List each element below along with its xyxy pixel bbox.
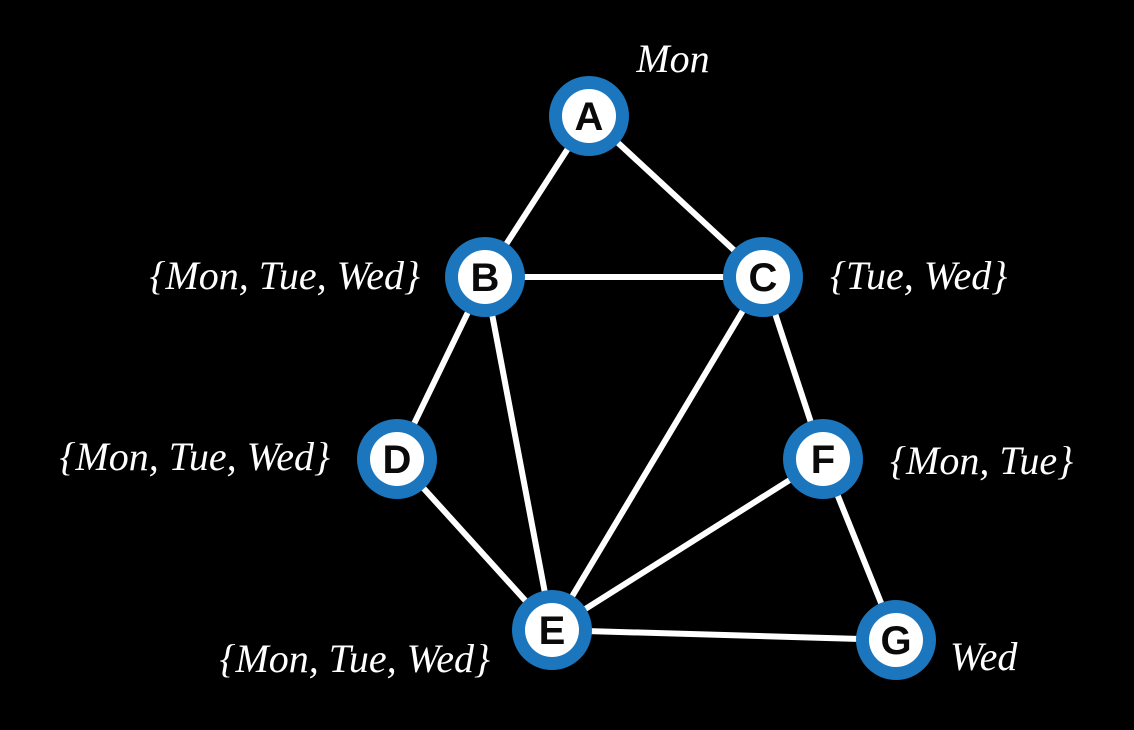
node-E-body <box>525 603 579 657</box>
node-D-letter: D <box>383 438 412 482</box>
node-D: D <box>357 419 437 499</box>
edge-E-G <box>549 627 899 643</box>
node-G: G <box>856 600 936 680</box>
node-B: B <box>445 237 525 317</box>
edge-E-F <box>549 456 826 633</box>
node-D-body <box>370 432 424 486</box>
domain-label-F: {Mon, Tue} <box>890 438 1073 483</box>
labels-layer: Mon {Mon, Tue, Wed} {Tue, Wed} {Mon, Tue, W… <box>59 36 1073 681</box>
domain-label-A: Mon <box>635 36 709 81</box>
edge-B-E <box>482 274 555 633</box>
node-E: E <box>512 590 592 670</box>
edge-C-E <box>549 274 766 633</box>
node-B-body <box>458 250 512 304</box>
node-A: A <box>549 76 629 156</box>
nodes-layer: A B C D F E G <box>357 76 936 680</box>
edges-layer <box>394 113 899 643</box>
node-F-letter: F <box>811 438 835 482</box>
node-A-letter: A <box>575 95 604 139</box>
domain-label-G: Wed <box>950 634 1018 679</box>
node-E-letter: E <box>539 609 566 653</box>
node-C: C <box>723 237 803 317</box>
domain-label-E: {Mon, Tue, Wed} <box>219 636 490 681</box>
domain-label-C: {Tue, Wed} <box>830 253 1007 298</box>
node-A-body <box>562 89 616 143</box>
domain-label-D: {Mon, Tue, Wed} <box>59 434 330 479</box>
domain-label-B: {Mon, Tue, Wed} <box>149 253 420 298</box>
node-G-body <box>869 613 923 667</box>
node-G-letter: G <box>880 619 911 663</box>
node-C-body <box>736 250 790 304</box>
node-F: F <box>783 419 863 499</box>
node-F-body <box>796 432 850 486</box>
node-C-letter: C <box>749 256 778 300</box>
node-B-letter: B <box>471 256 500 300</box>
